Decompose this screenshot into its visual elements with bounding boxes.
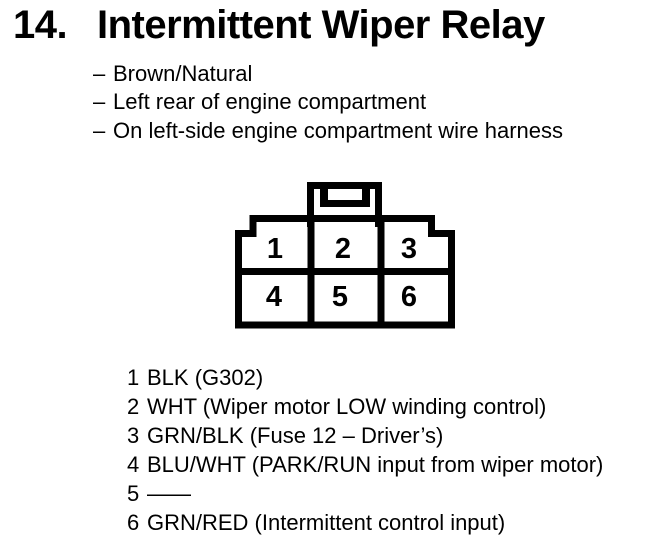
page-title: Intermittent Wiper Relay — [97, 3, 545, 47]
pin-row-3: 3 GRN/BLK (Fuse 12 – Driver’s) — [127, 421, 603, 450]
section-number: 14. — [13, 3, 68, 47]
pin-number: 3 — [127, 423, 140, 448]
pin-legend: 1 BLK (G302) 2 WHT (Wiper motor LOW windin… — [127, 363, 603, 537]
pin-number: 2 — [127, 394, 140, 419]
tab-latch-window — [328, 189, 362, 200]
dash-bullet: – — [93, 89, 106, 115]
pin-description: —— — [147, 481, 191, 506]
pin-row-5: 5 —— — [127, 479, 603, 508]
pin-row-4: 4 BLU/WHT (PARK/RUN input from wiper moto… — [127, 450, 603, 479]
detail-text: Brown/Natural — [113, 61, 253, 86]
dash-bullet: – — [93, 61, 106, 86]
pin-row-2: 2 WHT (Wiper motor LOW winding control) — [127, 392, 603, 421]
pin-description: BLK (G302) — [147, 365, 264, 390]
pin-number: 6 — [127, 510, 140, 535]
pin-description: WHT (Wiper motor LOW winding control) — [147, 394, 547, 419]
detail-item-harness: –On left-side engine compartment wire ha… — [93, 117, 563, 145]
pin-description: GRN/RED (Intermittent control input) — [147, 510, 506, 535]
cavity-2-label: 2 — [335, 233, 351, 265]
pin-number: 4 — [127, 452, 140, 477]
detail-item-location: –Left rear of engine compartment — [93, 88, 563, 116]
pin-row-1: 1 BLK (G302) — [127, 363, 603, 392]
connector-body-outline — [235, 215, 455, 329]
connector-pinout-diagram: 1 2 3 4 5 6 — [235, 182, 455, 329]
detail-item-color: –Brown/Natural — [93, 60, 563, 88]
cavity-5-label: 5 — [332, 281, 348, 313]
pin-number: 5 — [127, 481, 140, 506]
cavity-6-label: 6 — [401, 281, 417, 313]
pin-description: BLU/WHT (PARK/RUN input from wiper motor… — [147, 452, 604, 477]
dash-bullet: – — [93, 117, 106, 143]
cavity-4-label: 4 — [266, 281, 282, 313]
pin-description: GRN/BLK (Fuse 12 – Driver’s) — [147, 423, 444, 448]
cavity-3-label: 3 — [401, 233, 417, 265]
pin-row-6: 6 GRN/RED (Intermittent control input) — [127, 508, 603, 537]
detail-text: Left rear of engine compartment — [113, 89, 427, 115]
relay-details-list: –Brown/Natural –Left rear of engine comp… — [93, 60, 563, 145]
pin-number: 1 — [127, 365, 140, 390]
detail-text: On left-side engine compartment wire har… — [113, 117, 563, 143]
cavity-1-label: 1 — [267, 233, 283, 265]
